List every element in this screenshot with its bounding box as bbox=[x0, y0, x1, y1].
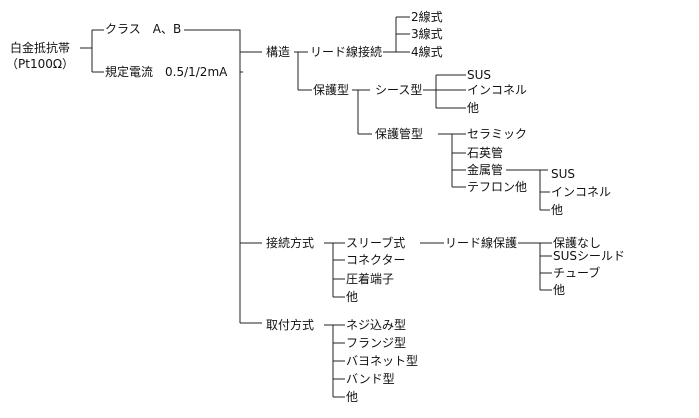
connector-metal bbox=[506, 169, 550, 211]
connector-main-children bbox=[240, 242, 262, 324]
connection-label: 接続方式 bbox=[265, 236, 316, 250]
connector-connection bbox=[324, 242, 345, 298]
connector-lead-protection bbox=[518, 242, 552, 291]
connector-tube bbox=[438, 133, 466, 188]
protection-label: 保護型 bbox=[312, 83, 351, 97]
lead-protection-shield: SUSシールド bbox=[552, 249, 627, 263]
lead-protection-other: 他 bbox=[552, 283, 567, 297]
lead-protection-none: 保護なし bbox=[552, 236, 603, 250]
metal-item-sus: SUS bbox=[550, 167, 577, 181]
connector-mounting bbox=[324, 324, 345, 398]
lead-protection-label: リード線保護 bbox=[444, 236, 519, 250]
mounting-item-flange: フランジ型 bbox=[345, 336, 408, 350]
connector-lead bbox=[382, 16, 410, 53]
mounting-label: 取付方式 bbox=[265, 318, 316, 332]
tube-item-ceramic: セラミック bbox=[466, 127, 529, 141]
wire-4: 4線式 bbox=[410, 45, 444, 59]
wire-2: 2線式 bbox=[410, 10, 444, 24]
tube-item-metal: 金属管 bbox=[466, 163, 505, 177]
sheath-item-inconel: インコネル bbox=[466, 83, 529, 97]
lead-protection-tube: チューブ bbox=[552, 266, 602, 280]
connector-structure bbox=[294, 51, 312, 91]
class-label: クラス A、B bbox=[104, 22, 183, 36]
current-label: 規定電流 0.5/1/2mA bbox=[104, 65, 229, 79]
connection-item-connector: コネクター bbox=[345, 253, 407, 267]
connector-spine bbox=[184, 29, 262, 323]
connector-root bbox=[80, 29, 106, 73]
sheath-item-sus: SUS bbox=[466, 68, 493, 82]
sheath-item-other: 他 bbox=[466, 101, 481, 115]
mounting-item-bayonet: バヨネット型 bbox=[345, 354, 420, 368]
root-sublabel: （Pt100Ω） bbox=[5, 57, 76, 71]
connection-item-other: 他 bbox=[345, 290, 360, 304]
tube-item-teflon: テフロン他 bbox=[466, 180, 529, 194]
connection-item-crimp: 圧着端子 bbox=[345, 272, 396, 286]
metal-item-other: 他 bbox=[550, 203, 565, 217]
mounting-item-other: 他 bbox=[345, 390, 360, 404]
sheath-label: シース型 bbox=[374, 83, 424, 97]
mounting-item-screw: ネジ込み型 bbox=[345, 318, 408, 332]
connector-protection bbox=[352, 89, 372, 135]
wire-3: 3線式 bbox=[410, 27, 444, 41]
mounting-item-band: バンド型 bbox=[345, 372, 396, 386]
metal-item-inconel: インコネル bbox=[550, 185, 613, 199]
structure-label: 構造 bbox=[265, 45, 292, 59]
root-label: 白金抵抗帯 bbox=[9, 41, 72, 55]
connection-item-sleeve: スリーブ式 bbox=[345, 236, 407, 250]
lead-connection-label: リード線接続 bbox=[309, 45, 384, 59]
tube-item-quartz: 石英管 bbox=[466, 146, 505, 160]
tube-label: 保護管型 bbox=[374, 127, 425, 141]
connector-sheath bbox=[422, 74, 466, 109]
